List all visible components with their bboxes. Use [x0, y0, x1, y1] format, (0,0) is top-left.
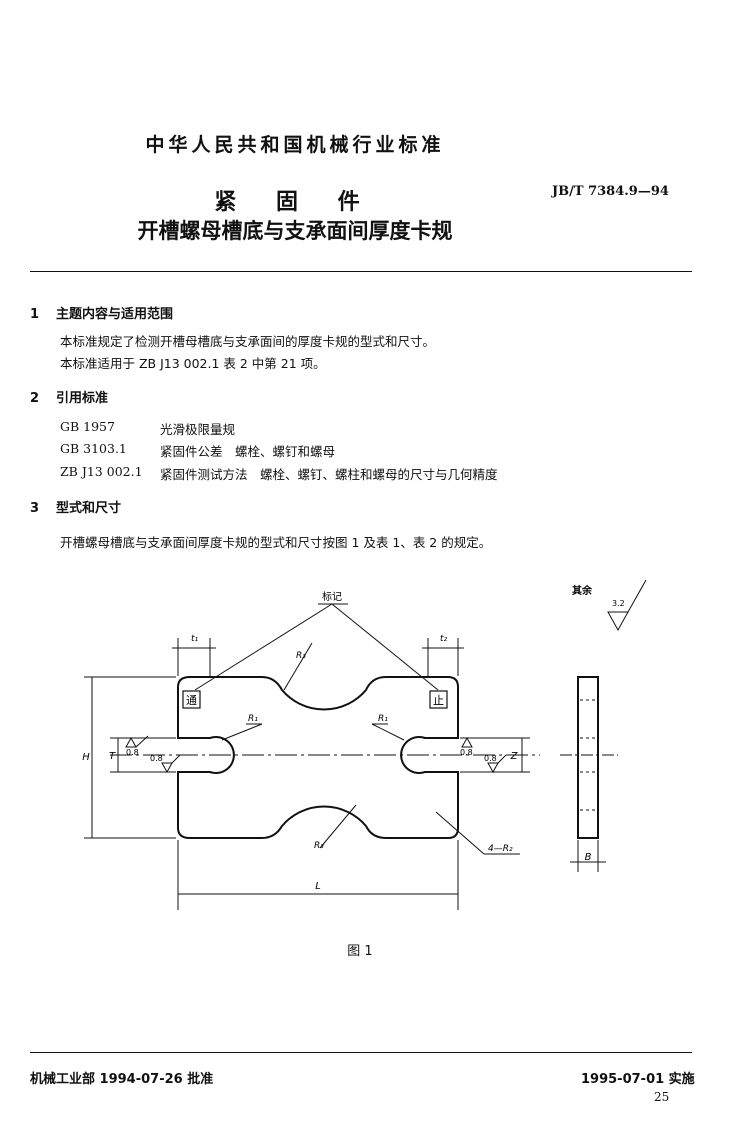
roughness-label: 0.8 — [150, 754, 163, 763]
roughness-label: 0.8 — [484, 754, 497, 763]
roughness-label: 0.8 — [460, 748, 473, 757]
section-title: 主题内容与适用范围 — [56, 307, 174, 322]
section-number: 2 — [30, 391, 40, 406]
paragraph: 开槽螺母槽底与支承面间厚度卡规的型式和尺寸按图 1 及表 1、表 2 的规定。 — [60, 535, 492, 550]
document-title: 紧 固 件 — [214, 190, 376, 215]
paragraph: 本标准适用于 ZB J13 002.1 表 2 中第 21 项。 — [60, 356, 326, 371]
section-title: 型式和尺寸 — [56, 501, 122, 516]
reference-title: 紧固件测试方法 螺栓、螺钉、螺柱和螺母的尺寸与几何精度 — [160, 467, 498, 482]
implementation-date: 1995-07-01 实施 — [581, 1072, 695, 1087]
section-1-heading: 1 主题内容与适用范围 — [30, 303, 173, 322]
section-2-heading: 2 引用标准 — [30, 387, 108, 406]
standard-body-title: 中华人民共和国机械行业标准 — [145, 134, 445, 156]
section-number: 3 — [30, 501, 40, 516]
t-label: T — [109, 751, 116, 762]
nogo-mark: 止 — [433, 694, 444, 707]
r1-right-label: R₁ — [378, 714, 388, 724]
b-label: B — [585, 852, 592, 863]
header-divider — [30, 271, 692, 272]
go-marking-box — [182, 690, 201, 709]
section-title: 引用标准 — [56, 391, 109, 406]
t1-label: t₁ — [191, 634, 199, 644]
footer-divider — [30, 1052, 692, 1053]
reference-title: 光滑极限量规 — [160, 422, 236, 437]
figure-caption: 图 1 — [347, 944, 373, 959]
nogo-marking-box — [429, 690, 448, 709]
section-3-heading: 3 型式和尺寸 — [30, 497, 121, 516]
h-label: H — [82, 752, 90, 763]
marking-label: 标记 — [322, 591, 342, 603]
r3-top-label: R₃ — [296, 651, 306, 661]
r2-note: 4—R₂ — [488, 844, 513, 854]
l-label: L — [315, 881, 321, 892]
gauge-outline — [177, 676, 459, 839]
roughness-label: 0.8 — [126, 748, 139, 757]
page-number: 25 — [654, 1090, 670, 1104]
reference-code: GB 1957 — [60, 419, 115, 434]
section-number: 1 — [30, 307, 40, 322]
z-label: Z — [510, 751, 519, 762]
r3-bottom-label: R₃ — [314, 841, 324, 851]
reference-code: GB 3103.1 — [60, 441, 127, 456]
document-subtitle: 开槽螺母槽底与支承面间厚度卡规 — [137, 219, 453, 243]
approval-note: 机械工业部 1994-07-26 批准 — [30, 1072, 214, 1087]
r1-left-label: R₁ — [248, 714, 258, 724]
go-mark: 通 — [186, 694, 197, 707]
reference-code: ZB J13 002.1 — [60, 464, 143, 479]
others-roughness-value: 3.2 — [612, 599, 625, 608]
paragraph: 本标准规定了检测开槽母槽底与支承面间的厚度卡规的型式和尺寸。 — [60, 334, 436, 349]
t2-label: t₂ — [440, 634, 448, 644]
standard-number: JB/T 7384.9—94 — [552, 184, 669, 199]
others-label: 其余 — [572, 584, 593, 597]
figure-1-drawing: 标记 通 止 t₁ t₂ R₃ R₃ R₁ R₁ 4—R₂ H T Z L B … — [82, 579, 647, 910]
reference-title: 紧固件公差 螺栓、螺钉和螺母 — [160, 444, 336, 459]
